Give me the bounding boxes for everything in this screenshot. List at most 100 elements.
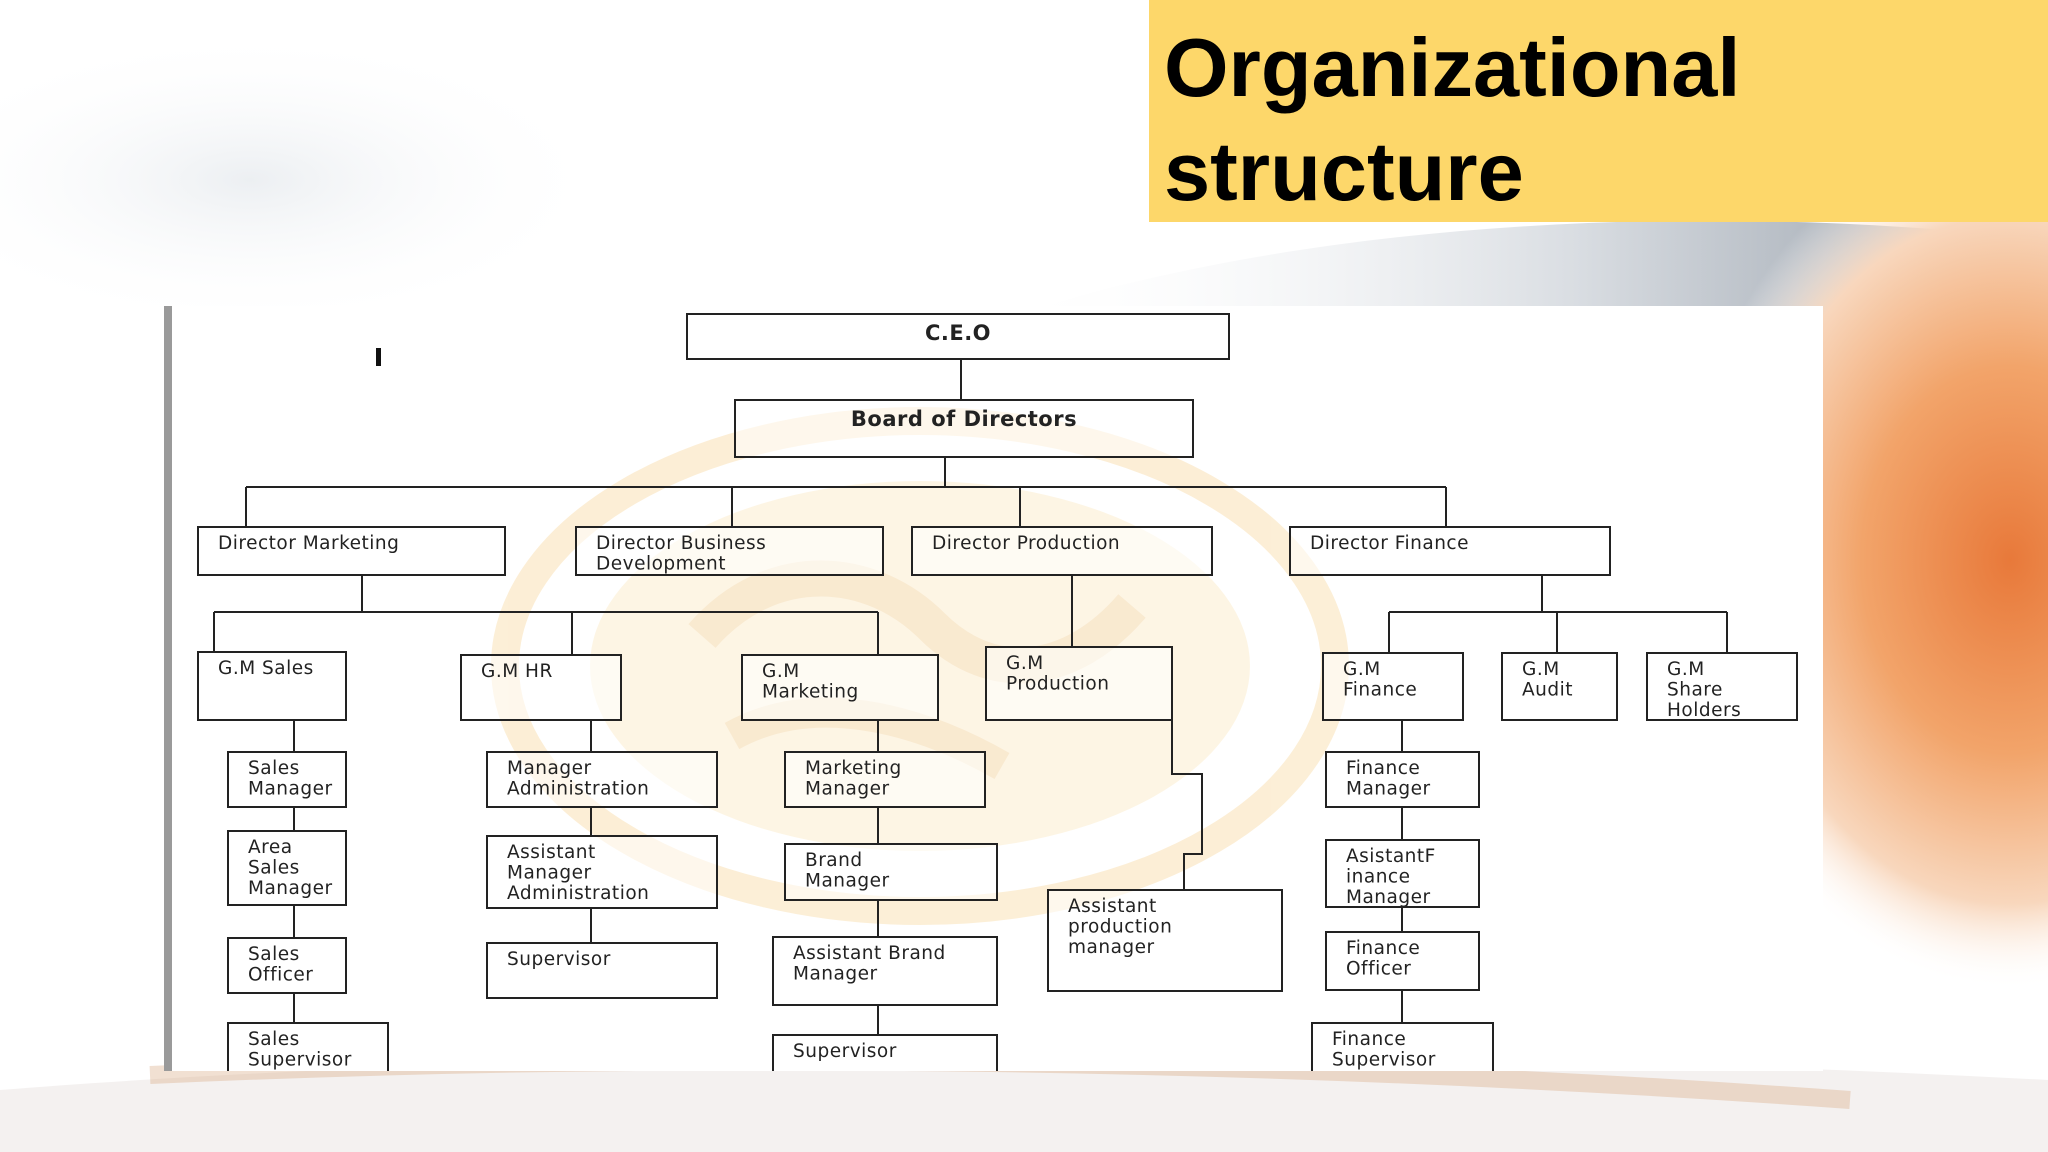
node-box-area-sales-manager xyxy=(227,830,347,906)
node-label-dir-production: Director Production xyxy=(932,533,1120,554)
node-label-sales-manager: Sales xyxy=(248,758,300,779)
node-box-gm-sales xyxy=(197,651,347,721)
node-label-sales-manager: Manager xyxy=(248,779,333,800)
node-box-finance-officer xyxy=(1325,931,1480,991)
node-label-gm-finance: G.M xyxy=(1343,659,1381,680)
node-dir-production: Director Production xyxy=(911,526,1213,576)
node-label-gm-shareholders: Share xyxy=(1667,680,1723,701)
node-label-asst-production-manager: production xyxy=(1068,917,1172,938)
node-label-gm-finance: Finance xyxy=(1343,680,1417,701)
node-label-area-sales-manager: Sales xyxy=(248,858,300,879)
node-label-gm-audit: Audit xyxy=(1522,680,1573,701)
node-box-marketing-supervisor xyxy=(772,1034,998,1071)
node-box-gm-shareholders xyxy=(1646,652,1798,721)
node-label-asst-manager-admin: Manager xyxy=(507,863,592,884)
node-label-gm-production: Production xyxy=(1006,674,1109,695)
node-label-board: Board of Directors xyxy=(851,407,1077,431)
node-label-gm-hr: G.M HR xyxy=(481,661,553,682)
node-label-gm-shareholders: Holders xyxy=(1667,700,1741,721)
node-box-gm-marketing xyxy=(741,654,939,721)
node-label-marketing-manager: Manager xyxy=(805,779,890,800)
node-label-gm-marketing: G.M xyxy=(762,661,800,682)
node-label-asst-manager-admin: Administration xyxy=(507,883,649,904)
node-box-dir-production xyxy=(911,526,1213,576)
node-label-dir-business: Development xyxy=(596,554,726,575)
node-box-sales-officer xyxy=(227,937,347,994)
node-label-finance-officer: Officer xyxy=(1346,959,1411,980)
node-label-area-sales-manager: Area xyxy=(248,837,293,858)
node-label-asst-brand-manager: Assistant Brand xyxy=(793,943,946,964)
node-box-gm-audit xyxy=(1501,652,1618,721)
node-label-marketing-manager: Marketing xyxy=(805,758,902,779)
node-label-dir-finance: Director Finance xyxy=(1310,533,1469,554)
node-hr-supervisor: Supervisor xyxy=(486,942,718,999)
node-box-gm-hr xyxy=(460,654,622,721)
node-label-brand-manager: Brand xyxy=(805,850,863,871)
node-box-dir-marketing xyxy=(197,526,506,576)
node-box-asst-finance-manager xyxy=(1325,839,1480,908)
node-label-finance-manager: Manager xyxy=(1346,779,1431,800)
node-label-asst-brand-manager: Manager xyxy=(793,964,878,985)
node-label-marketing-supervisor: Supervisor xyxy=(793,1041,897,1062)
node-box-brand-manager xyxy=(784,843,998,901)
node-box-sales-manager xyxy=(227,751,347,808)
node-label-sales-officer: Sales xyxy=(248,944,300,965)
node-box-ceo xyxy=(686,313,1230,360)
node-ceo: C.E.O xyxy=(686,313,1230,360)
node-label-manager-admin: Administration xyxy=(507,779,649,800)
node-label-dir-business: Director Business xyxy=(596,533,766,554)
node-box-finance-manager xyxy=(1325,751,1480,808)
node-box-gm-finance xyxy=(1322,652,1464,721)
node-label-asst-manager-admin: Assistant xyxy=(507,842,596,863)
node-label-gm-sales: G.M Sales xyxy=(218,658,314,679)
node-label-hr-supervisor: Supervisor xyxy=(507,949,611,970)
node-dir-marketing: Director Marketing xyxy=(197,526,506,576)
node-box-finance-supervisor xyxy=(1311,1022,1494,1071)
node-board: Board of Directors xyxy=(734,399,1194,458)
node-box-asst-brand-manager xyxy=(772,936,998,1006)
node-label-finance-manager: Finance xyxy=(1346,758,1420,779)
node-label-sales-officer: Officer xyxy=(248,965,313,986)
node-label-area-sales-manager: Manager xyxy=(248,878,333,899)
connector-line-29 xyxy=(1171,684,1203,890)
node-label-asst-production-manager: Assistant xyxy=(1068,896,1157,917)
node-label-finance-supervisor: Finance xyxy=(1332,1029,1406,1050)
node-label-gm-shareholders: G.M xyxy=(1667,659,1705,680)
node-box-gm-production xyxy=(985,646,1173,721)
node-label-sales-supervisor: Sales xyxy=(248,1029,300,1050)
stray-cursor-mark xyxy=(376,348,381,366)
node-box-dir-business xyxy=(575,526,884,576)
node-label-asst-finance-manager: inance xyxy=(1346,867,1410,888)
slide-title: Organizational structure xyxy=(1164,21,1741,218)
node-label-asst-production-manager: manager xyxy=(1068,937,1155,958)
node-box-asst-manager-admin xyxy=(486,835,718,909)
node-label-finance-supervisor: Supervisor xyxy=(1332,1050,1436,1071)
node-label-brand-manager: Manager xyxy=(805,871,890,892)
node-label-sales-supervisor: Supervisor xyxy=(248,1050,352,1071)
node-label-finance-officer: Finance xyxy=(1346,938,1420,959)
node-label-manager-admin: Manager xyxy=(507,758,592,779)
node-box-marketing-manager xyxy=(784,751,986,808)
node-box-asst-production-manager xyxy=(1047,889,1283,992)
node-label-gm-audit: G.M xyxy=(1522,659,1560,680)
title-banner xyxy=(1149,0,2048,222)
org-chart-connectors xyxy=(213,359,1728,1035)
